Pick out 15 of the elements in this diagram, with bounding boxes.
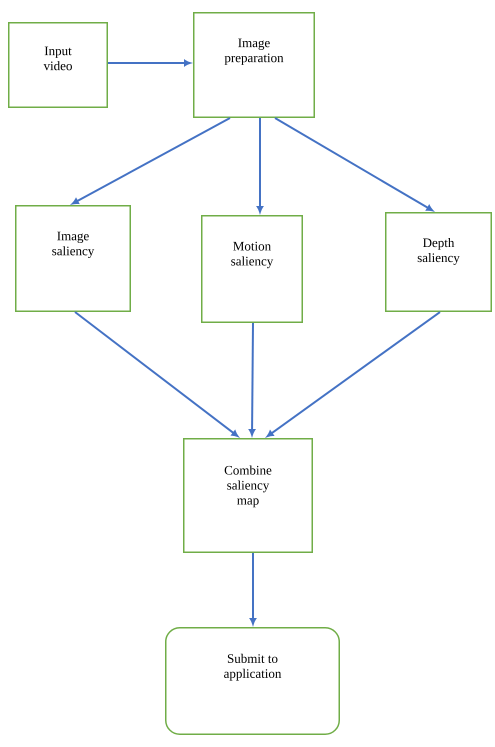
arrow — [274, 117, 434, 212]
process-box: Depth saliency — [385, 212, 492, 312]
arrow — [266, 311, 441, 438]
arrow — [256, 118, 264, 213]
arrow — [248, 323, 256, 436]
terminal-box: Submit to application — [165, 627, 340, 735]
process-box: Combine saliency map — [183, 438, 313, 553]
arrow — [250, 553, 256, 625]
process-box: Image saliency — [15, 205, 131, 312]
arrow — [108, 60, 191, 66]
process-box: Motion saliency — [201, 215, 303, 323]
arrow — [72, 117, 230, 204]
arrow — [74, 311, 238, 437]
process-box: Input video — [8, 22, 108, 108]
process-box: Image preparation — [193, 12, 315, 118]
